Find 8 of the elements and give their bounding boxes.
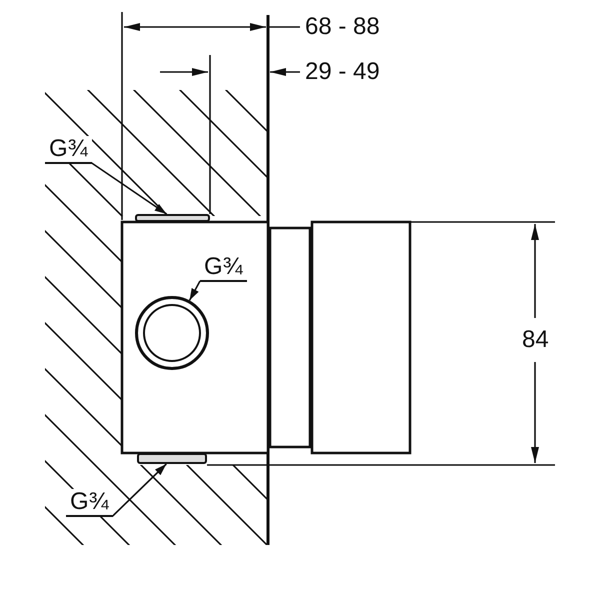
thread-size-callout: G¾ (45, 136, 92, 164)
leader-line (91, 162, 168, 215)
leader-line (112, 463, 167, 517)
thread-size-callout: G¾ (66, 489, 113, 517)
thread-size-callout: G¾ (200, 254, 247, 282)
port-fitting (135, 214, 210, 222)
leader-line (188, 280, 201, 301)
port-fitting (137, 453, 207, 464)
